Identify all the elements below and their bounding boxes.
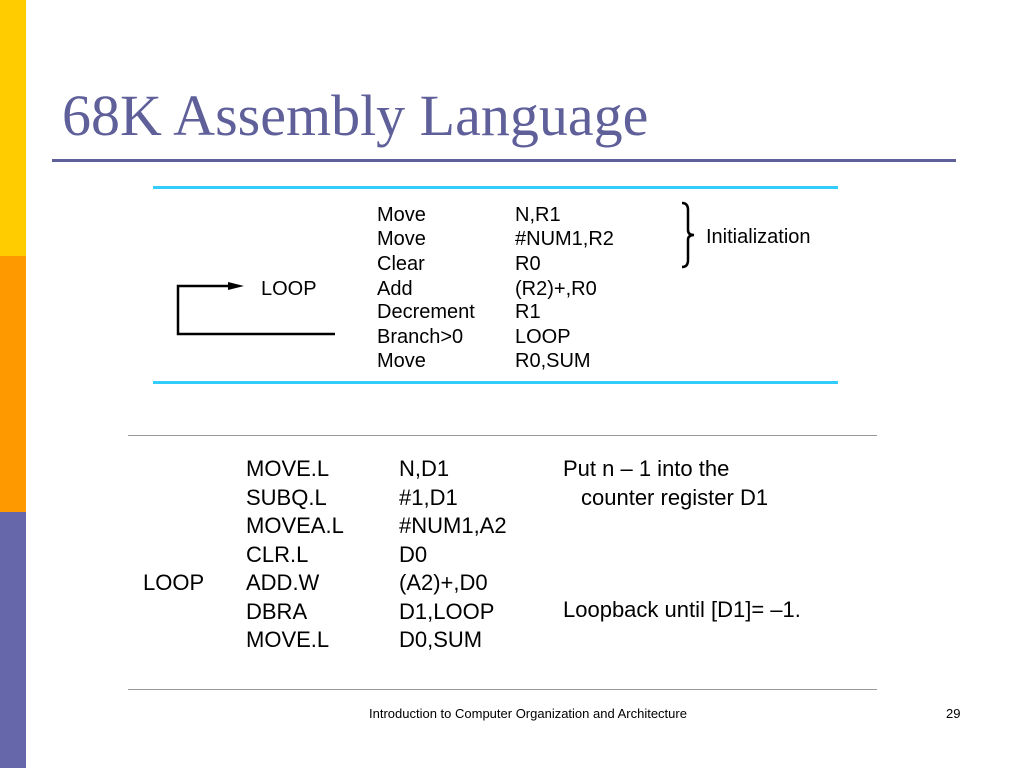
asm-op-2: SUBQ.L	[246, 485, 327, 510]
generic-operand-4: (R2)+,R0	[515, 278, 597, 300]
initialization-note: Initialization	[706, 226, 811, 248]
generic-operand-3: R0	[515, 253, 541, 275]
asm-operand-5: (A2)+,D0	[399, 570, 488, 595]
page-number: 29	[946, 706, 961, 721]
asm-operand-7: D0,SUM	[399, 627, 483, 652]
asm-op-6: DBRA	[246, 599, 308, 624]
asm-operand-6: D1,LOOP	[399, 599, 495, 624]
generic-operand-5: R1	[515, 301, 541, 323]
comment-loopback: Loopback until [D1]= –1.	[563, 597, 801, 622]
asm-loop-label: LOOP	[143, 570, 205, 595]
asm-bottom-rule	[128, 689, 877, 690]
generic-op-3: Clear	[377, 253, 425, 275]
generic-operand-1: N,R1	[515, 204, 561, 226]
asm-op-1: MOVE.L	[246, 456, 330, 481]
slide-title: 68K Assembly Language	[62, 83, 649, 148]
footer-course-title: Introduction to Computer Organization an…	[369, 706, 687, 721]
comment-counter-line-1: Put n – 1 into the	[563, 456, 730, 481]
generic-loop-label: LOOP	[261, 278, 317, 300]
loop-back-arrow	[176, 282, 335, 336]
asm-operand-4: D0	[399, 542, 428, 567]
generic-operand-7: R0,SUM	[515, 350, 591, 372]
stripe-purple	[0, 512, 26, 768]
generic-operand-2: #NUM1,R2	[515, 228, 614, 250]
asm-operand-2: #1,D1	[399, 485, 458, 510]
asm-op-4: CLR.L	[246, 542, 309, 567]
right-brace	[681, 201, 695, 269]
asm-operand-1: N,D1	[399, 456, 450, 481]
asm-op-3: MOVEA.L	[246, 513, 344, 538]
stripe-yellow	[0, 0, 26, 256]
generic-op-1: Move	[377, 204, 426, 226]
generic-operand-6: LOOP	[515, 326, 571, 348]
title-rule	[52, 159, 956, 162]
code-bottom-rule	[153, 381, 838, 384]
comment-counter-line-2: counter register D1	[581, 485, 769, 510]
generic-op-4: Add	[377, 278, 413, 300]
generic-op-6: Branch>0	[377, 326, 464, 348]
asm-top-rule	[128, 435, 877, 436]
asm-op-7: MOVE.L	[246, 627, 330, 652]
generic-op-7: Move	[377, 350, 426, 372]
stripe-orange	[0, 256, 26, 512]
asm-operand-3: #NUM1,A2	[399, 513, 507, 538]
code-top-rule	[153, 186, 838, 189]
generic-op-2: Move	[377, 228, 426, 250]
asm-op-5: ADD.W	[246, 570, 320, 595]
generic-op-5: Decrement	[377, 301, 475, 323]
